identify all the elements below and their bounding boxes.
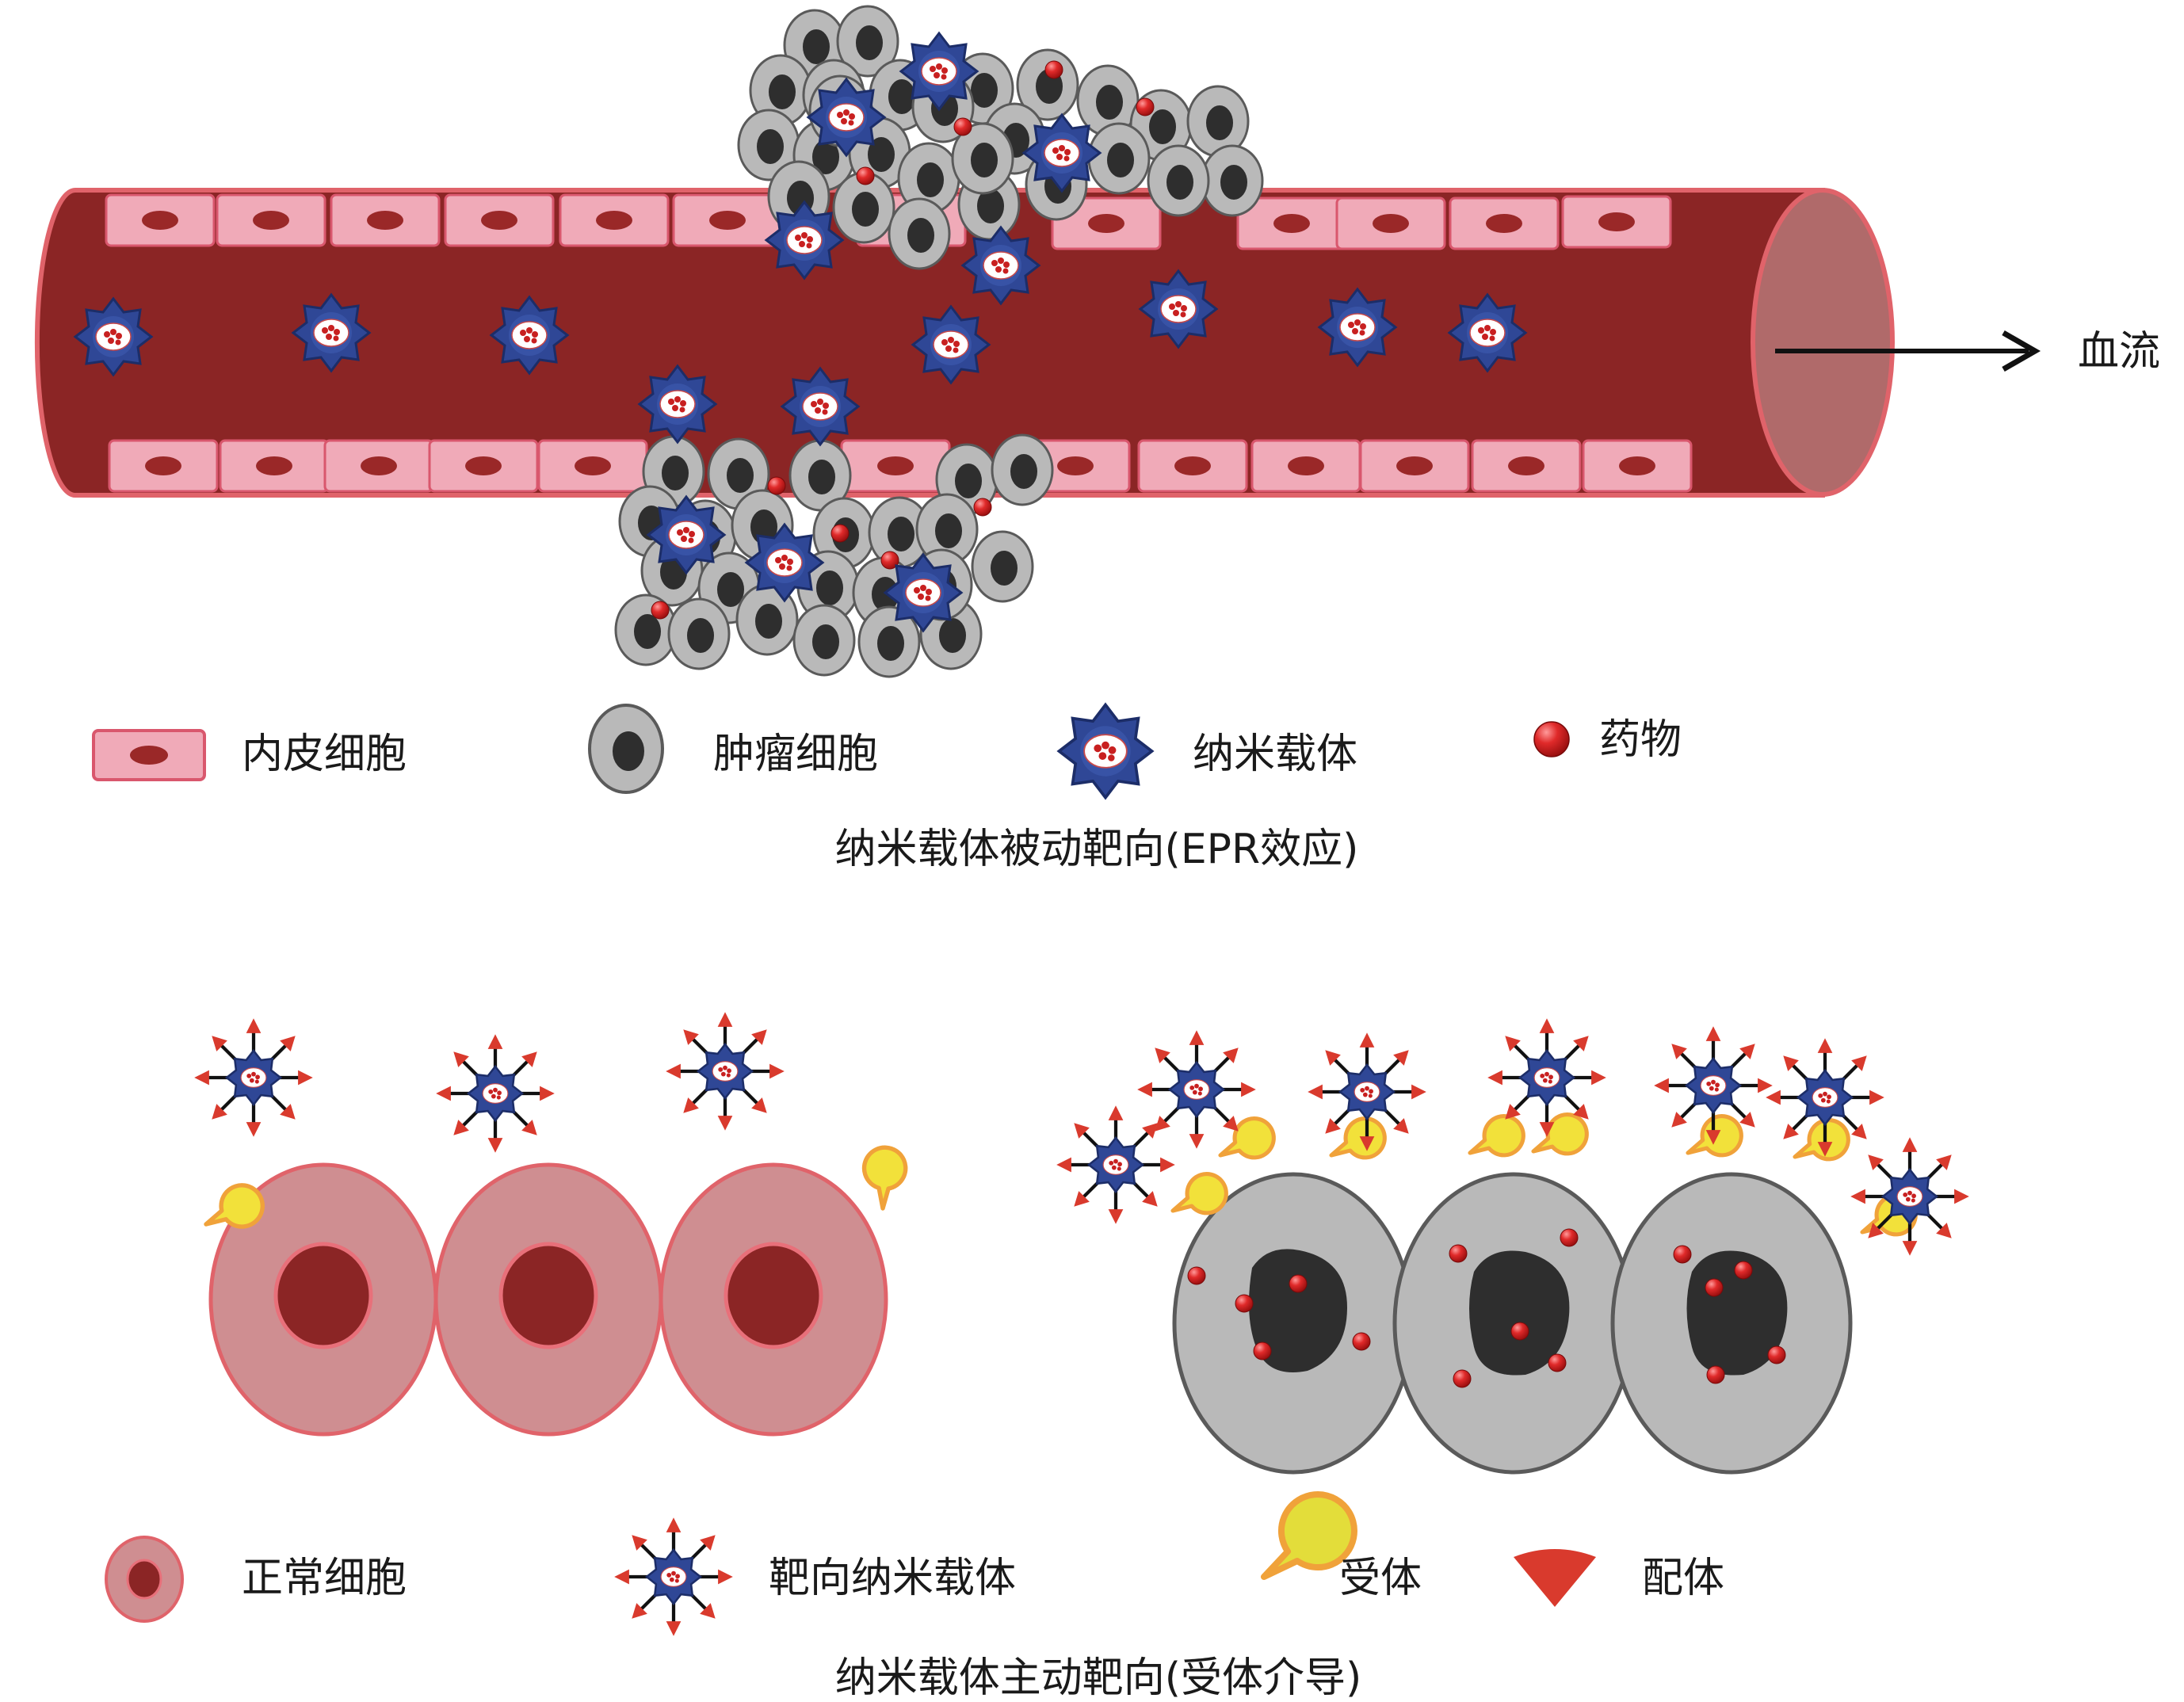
- ligand-icon: [1514, 1549, 1596, 1607]
- legend-normal-cell-label: 正常细胞: [242, 1555, 407, 1602]
- normal-cell-icon: [105, 1536, 184, 1623]
- tumor-cell-icon: [588, 704, 664, 794]
- legend-drug-label: 药物: [1599, 716, 1682, 764]
- legend-tumor-label: 肿瘤细胞: [713, 731, 879, 778]
- legend-nanocarrier-label: 纳米载体: [1193, 731, 1358, 778]
- caption-passive: 纳米载体被动靶向(EPR效应): [834, 826, 1359, 873]
- caption-active: 纳米载体主动靶向(受体介导): [834, 1654, 1362, 1702]
- receptor-icon: [1261, 1491, 1357, 1580]
- legend-endothelial-label: 内皮细胞: [242, 731, 407, 778]
- tumor-cells-active: [1172, 1172, 1853, 1475]
- legend-ligand-label: 配体: [1642, 1555, 1725, 1602]
- drug-icon: [1533, 721, 1570, 758]
- targeted-carriers-normal: [194, 1012, 785, 1153]
- normal-cells: [206, 1140, 913, 1437]
- flow-label: 血流: [2078, 328, 2161, 376]
- nanocarrier-icon: [1059, 704, 1151, 797]
- endothelial-row-bottom: [108, 439, 1693, 493]
- arrow-right-icon: [1775, 330, 2041, 372]
- legend-targeted-nanocarrier-label: 靶向纳米载体: [769, 1555, 1017, 1602]
- targeted-nanocarrier-icon: [614, 1517, 733, 1636]
- legend-receptor-label: 受体: [1339, 1555, 1422, 1602]
- endothelial-cell-icon: [92, 729, 206, 781]
